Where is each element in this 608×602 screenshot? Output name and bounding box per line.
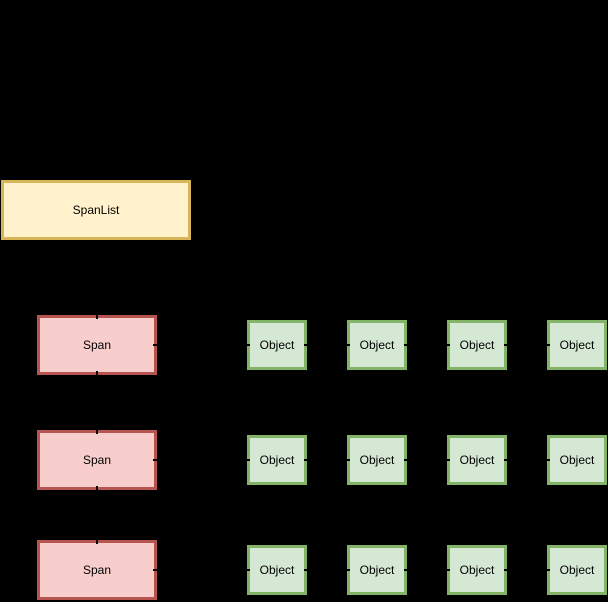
node-object-label: Object — [359, 562, 395, 577]
node-object-label: Object — [459, 452, 495, 467]
connector-stub — [96, 486, 98, 493]
node-object-r3c1: Object — [247, 545, 307, 595]
node-object-label: Object — [459, 562, 495, 577]
connector-stub — [96, 371, 98, 378]
node-object-r1c4: Object — [547, 320, 607, 370]
node-span-label: Span — [82, 452, 112, 467]
connector-stub — [443, 344, 450, 346]
connector-stub — [153, 459, 161, 461]
connector-stub — [504, 569, 511, 571]
connector-stub — [443, 459, 450, 461]
connector-stub — [443, 569, 450, 571]
node-object-r1c2: Object — [347, 320, 407, 370]
connector-stub — [96, 537, 98, 544]
connector-stub — [504, 344, 511, 346]
connector-stub — [304, 459, 311, 461]
connector-stub — [543, 344, 550, 346]
node-object-r3c4: Object — [547, 545, 607, 595]
connector-stub — [243, 459, 250, 461]
connector-stub — [304, 569, 311, 571]
connector-stub — [404, 569, 411, 571]
connector-stub — [153, 344, 161, 346]
node-object-label: Object — [559, 337, 595, 352]
node-object-label: Object — [359, 452, 395, 467]
connector-stub — [504, 459, 511, 461]
node-object-label: Object — [259, 562, 295, 577]
node-object-label: Object — [559, 562, 595, 577]
connector-stub — [96, 312, 98, 319]
node-span-3: Span — [37, 540, 157, 600]
node-object-r2c1: Object — [247, 435, 307, 485]
node-object-r2c2: Object — [347, 435, 407, 485]
connector-stub — [543, 459, 550, 461]
node-spanlist: SpanList — [1, 180, 191, 240]
connector-stub — [343, 569, 350, 571]
node-object-r3c2: Object — [347, 545, 407, 595]
node-object-r2c3: Object — [447, 435, 507, 485]
connector-stub — [404, 344, 411, 346]
connector-stub — [343, 344, 350, 346]
node-span-2: Span — [37, 430, 157, 490]
connector-stub — [404, 459, 411, 461]
connector-stub — [243, 569, 250, 571]
connector-stub — [304, 344, 311, 346]
node-object-r2c4: Object — [547, 435, 607, 485]
node-object-label: Object — [259, 337, 295, 352]
connector-stub — [96, 427, 98, 434]
node-object-r1c3: Object — [447, 320, 507, 370]
node-object-label: Object — [459, 337, 495, 352]
connector-stub — [153, 569, 161, 571]
node-object-r1c1: Object — [247, 320, 307, 370]
node-spanlist-label: SpanList — [72, 202, 120, 217]
connector-stub — [343, 459, 350, 461]
node-span-1: Span — [37, 315, 157, 375]
node-span-label: Span — [82, 562, 112, 577]
connector-stub — [543, 569, 550, 571]
node-object-label: Object — [259, 452, 295, 467]
node-object-r3c3: Object — [447, 545, 507, 595]
node-object-label: Object — [559, 452, 595, 467]
connector-stub — [243, 344, 250, 346]
node-object-label: Object — [359, 337, 395, 352]
node-span-label: Span — [82, 337, 112, 352]
